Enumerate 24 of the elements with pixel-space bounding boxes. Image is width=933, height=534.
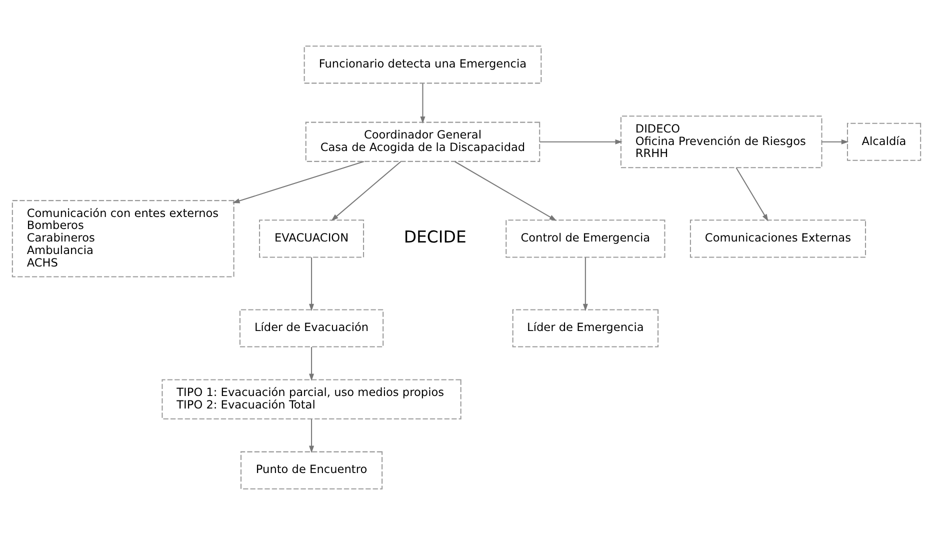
node-box: Líder de Emergencia xyxy=(512,308,659,347)
node-box: Alcaldía xyxy=(846,122,922,160)
node-box: Comunicaciones Externas xyxy=(690,219,866,258)
node-box: Líder de Evacuación xyxy=(239,308,384,347)
node-box: Funcionario detecta una Emergencia xyxy=(304,45,542,84)
arrow xyxy=(331,160,402,220)
label: DECIDE xyxy=(404,227,466,246)
node-box: Comunicación con entes externos Bomberos Carabineros Ambulancia ACHS xyxy=(12,200,234,277)
arrow xyxy=(420,83,426,124)
node-box: Control de Emergencia xyxy=(506,219,666,258)
node-box: EVACUACION xyxy=(259,219,364,258)
node-box: Coordinador General Casa de Acogida de la Discapacidad xyxy=(305,121,540,162)
arrow xyxy=(309,346,314,380)
arrow xyxy=(736,167,768,221)
arrow xyxy=(454,160,557,220)
node-box: DIDECO Oficina Prevención de Riesgos RRHH xyxy=(620,115,822,168)
arrow xyxy=(540,138,622,144)
node-box: TIPO 1: Evacuación parcial, uso medios propios TIPO 2: Evacuación Total xyxy=(162,378,462,419)
arrow xyxy=(309,256,314,311)
arrow xyxy=(582,256,588,311)
node-box: Punto de Encuentro xyxy=(240,450,383,489)
arrow xyxy=(309,418,314,452)
arrow xyxy=(822,138,849,144)
arrow xyxy=(232,160,364,203)
